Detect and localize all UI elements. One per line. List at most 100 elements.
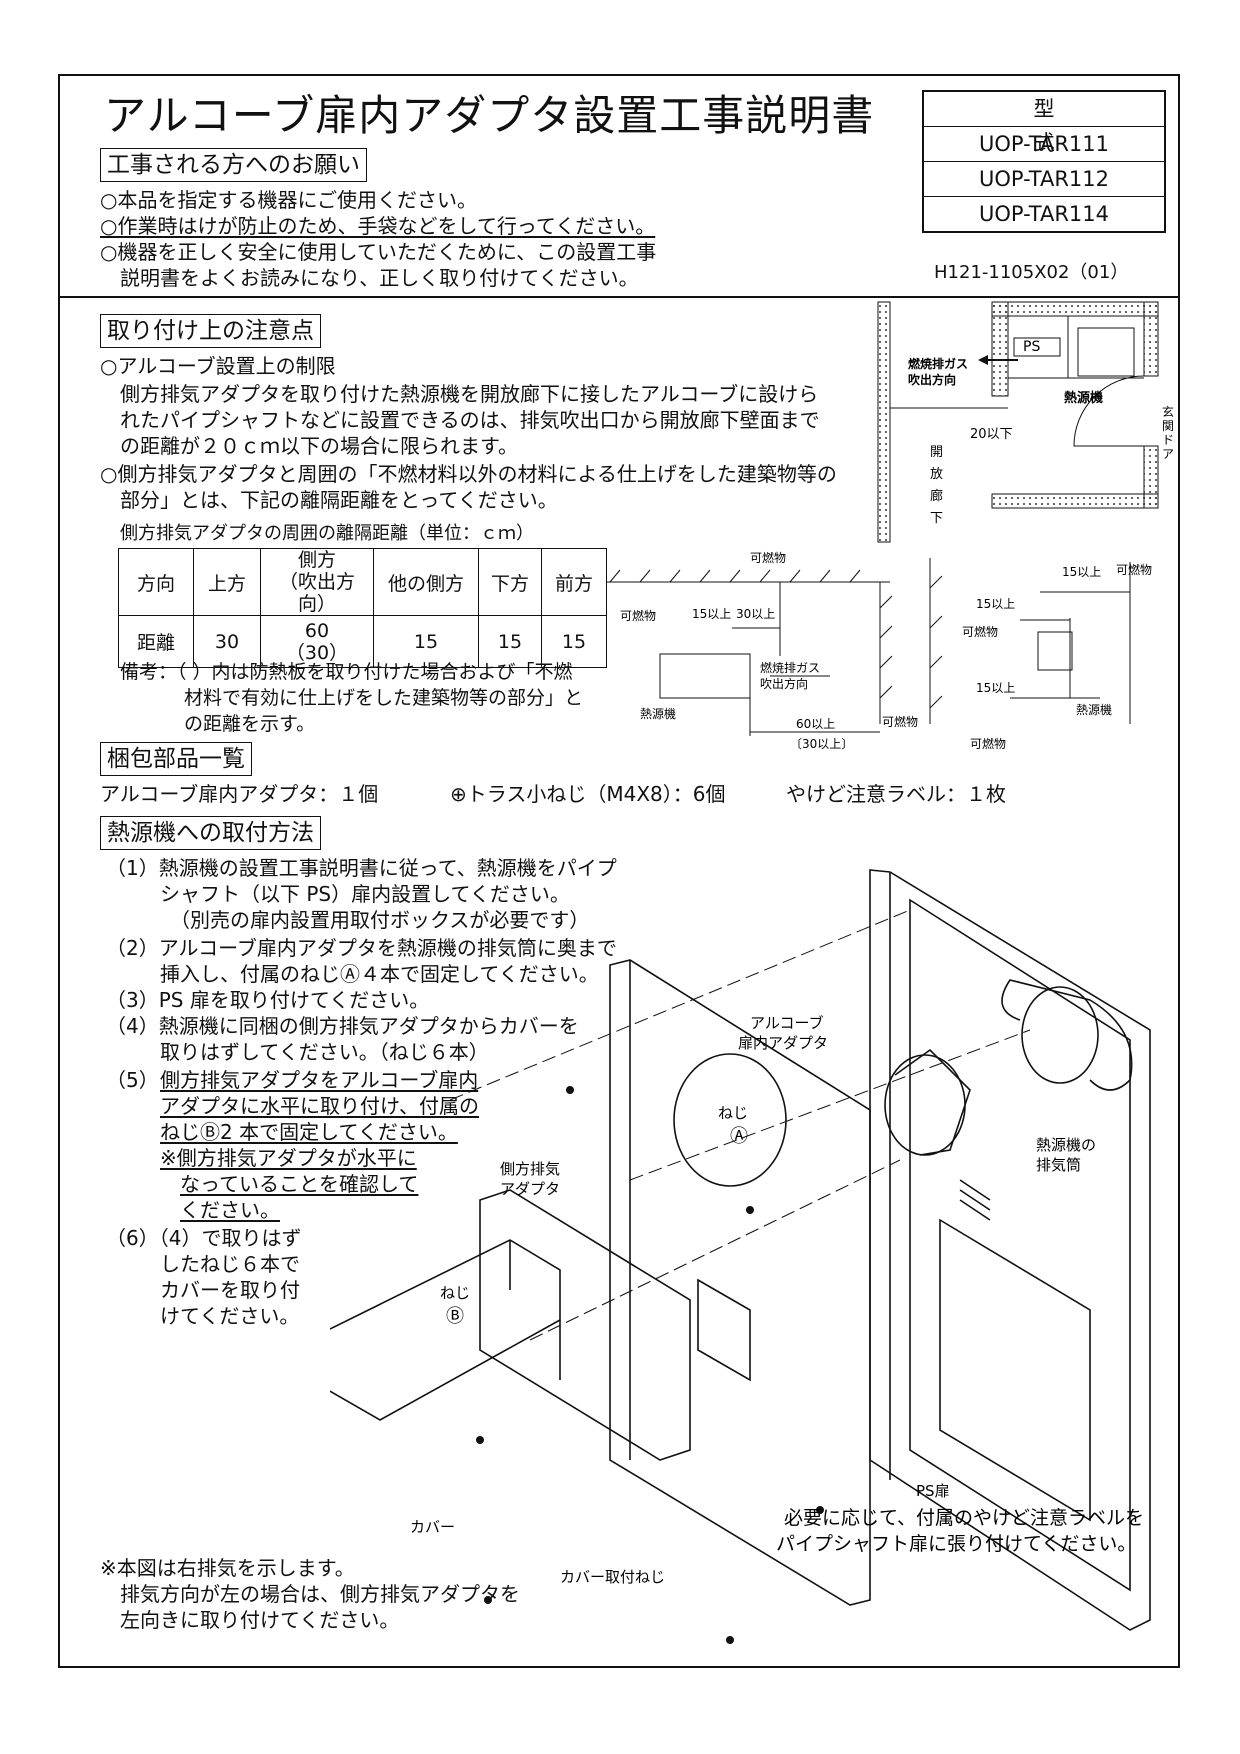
- section-divider: [58, 296, 1180, 298]
- install-note: ※本図は右排気を示します。: [100, 1556, 355, 1580]
- cover-screw-label: カバー取付ねじ: [560, 1568, 665, 1586]
- dim-60b-label: 〔30以上〕: [790, 737, 853, 751]
- label-note: 必要に応じて、付属のやけど注意ラベルを: [784, 1507, 1144, 1529]
- install-note: 排気方向が左の場合は、側方排気アダプタを: [120, 1582, 520, 1606]
- install-step: ください。: [180, 1198, 280, 1222]
- table-head-cell: 方向: [118, 548, 194, 616]
- table-note: の距離を示す。: [184, 713, 316, 735]
- screw-b-label: ねじ: [440, 1284, 470, 1302]
- install-step: （別売の扉内設置用取付ボックスが必要です）: [170, 908, 590, 932]
- combustible-label: 可燃物: [620, 608, 656, 623]
- model-item: UOP-TAR114: [979, 202, 1109, 226]
- install-step: （4）熱源機に同梱の側方排気アダプタからカバーを: [106, 1014, 579, 1038]
- dim-60-label: 60以上: [796, 717, 835, 731]
- right-wall: [1143, 301, 1159, 377]
- install-step: （5）: [106, 1068, 159, 1092]
- model-header: 型 式: [924, 92, 1164, 155]
- screw-a-label: ねじ: [718, 1104, 748, 1122]
- corridor-char: 下: [930, 511, 943, 526]
- alcove-adapter-label: 扉内アダプタ: [738, 1034, 828, 1052]
- screw-a-mark: Ⓐ: [730, 1126, 748, 1147]
- request-line: ○機器を正しく安全に使用していただくために、この設置工事: [100, 240, 657, 264]
- install-step: したねじ６本で: [160, 1252, 300, 1276]
- door-swing: [1073, 375, 1145, 447]
- install-step: シャフト（以下 PS）扉内設置してください。: [160, 882, 570, 906]
- corridor-char: 開: [930, 445, 943, 460]
- caution-line: 部分」とは、下記の離隔距離をとってください。: [120, 488, 558, 512]
- model-item: UOP-TAR111: [924, 127, 1164, 162]
- parts-item: やけど注意ラベル：１枚: [786, 782, 1006, 806]
- corridor-char: 廊: [930, 488, 943, 504]
- page-frame: [58, 74, 1180, 1668]
- combustible-label: 可燃物: [882, 714, 918, 729]
- table-head-cell: 側方（吹出方向）: [260, 548, 374, 616]
- parts-item: アルコーブ扉内アダプタ：１個: [100, 782, 379, 806]
- table-cell: 距離: [118, 615, 194, 668]
- combustible-label: 可燃物: [750, 550, 786, 565]
- table-head-cell: 前方: [541, 548, 607, 616]
- caution-line: ○側方排気アダプタと周囲の「不燃材料以外の材料による仕上げをした建築物等の: [100, 462, 837, 486]
- side-adapter-label: アダプタ: [500, 1180, 560, 1198]
- table-caption: 側方排気アダプタの周囲の離隔距離（単位：ｃｍ）: [120, 523, 534, 544]
- table-note: 材料で有効に仕上げをした建築物等の部分」と: [184, 687, 584, 709]
- table-head-cell: 他の側方: [373, 548, 479, 616]
- parts-item: ⊕トラス小ねじ（M4X8）：6個: [450, 782, 726, 806]
- install-step: カバーを取り付: [160, 1278, 300, 1302]
- dim-30-label: 30以上: [736, 607, 775, 621]
- floorplan-diagram: PS 燃焼排ガス 吹出方向 熱源機 20以下 開 放 廊 下 玄 関 ド ア: [877, 301, 1174, 543]
- install-step: （3）PS 扉を取り付けてください。: [106, 988, 430, 1012]
- door-char: 玄: [1162, 404, 1174, 419]
- heater-window: [939, 1218, 1091, 1522]
- dim-15-label: 15以上: [1062, 565, 1101, 579]
- caution-line: れたパイプシャフトなどに設置できるのは、排気吹出口から開放廊下壁面まで: [120, 408, 820, 432]
- clearance-table: 方向 上方 側方（吹出方向） 他の側方 下方 前方 距離 30 60（30） 1…: [118, 548, 607, 668]
- exhaust-label: 吹出方向: [908, 372, 956, 387]
- cautions-heading: 取り付け上の注意点: [100, 314, 321, 348]
- combustible-label: 可燃物: [970, 736, 1006, 751]
- door-hole: [673, 1053, 787, 1187]
- exhaust-label: 燃焼排ガス: [760, 660, 820, 675]
- heater-front: [909, 898, 1131, 1592]
- ps-door-label: PS扉: [916, 1482, 950, 1500]
- screw-b-mark: Ⓑ: [446, 1306, 464, 1327]
- install-step: （1）熱源機の設置工事説明書に従って、熱源機をパイプ: [106, 856, 617, 880]
- table-head-cell: 上方: [193, 548, 261, 616]
- install-step: けてください。: [160, 1304, 300, 1328]
- install-step: 取りはずしてください。（ねじ６本）: [160, 1040, 489, 1064]
- corridor-wall: [877, 301, 891, 543]
- install-step: なっていることを確認して: [180, 1172, 419, 1196]
- heater-flue-label: 排気筒: [1036, 1156, 1081, 1174]
- combustible-label: 可燃物: [962, 624, 998, 639]
- side-adapter-label: 側方排気: [500, 1160, 560, 1178]
- request-line: ○本品を指定する機器にご使用ください。: [100, 188, 478, 212]
- cover-label: カバー: [410, 1518, 455, 1536]
- heater-label: 熱源機: [1076, 702, 1112, 717]
- caution-line: 側方排気アダプタを取り付けた熱源機を開放廊下に接したアルコーブに設けら: [120, 382, 819, 406]
- table-head-cell: 下方: [478, 548, 542, 616]
- parts-heading: 梱包部品一覧: [100, 742, 252, 776]
- cover: [330, 1239, 561, 1421]
- install-step: （2）アルコーブ扉内アダプタを熱源機の排気筒に奥まで: [106, 936, 617, 960]
- request-heading: 工事される方へのお願い: [100, 148, 367, 182]
- model-item: UOP-TAR112: [924, 162, 1164, 197]
- heater-flue-label: 熱源機の: [1036, 1136, 1096, 1154]
- heater-flue: [1021, 986, 1099, 1084]
- install-note: 左向きに取り付けてください。: [120, 1608, 400, 1632]
- install-step: 挿入し、付属のねじⒶ４本で固定してください。: [160, 962, 599, 986]
- caution-line: の距離が２０ｃｍ以下の場合に限られます。: [120, 434, 518, 458]
- dim-15-label: 15以上: [976, 681, 1015, 695]
- install-step: アダプタに水平に取り付け、付属の: [160, 1094, 479, 1118]
- combustible-label: 可燃物: [1116, 562, 1152, 577]
- document-code: H121-1105X02（01）: [934, 262, 1129, 283]
- meter-box: [1077, 327, 1135, 377]
- alcove-adapter-label: アルコーブ: [750, 1014, 824, 1032]
- exhaust-label: 燃焼排ガス: [908, 356, 968, 371]
- table-note: 備考：（ ）内は防熱板を取り付けた場合および「不燃: [120, 661, 573, 683]
- install-step: ※側方排気アダプタが水平に: [160, 1146, 417, 1170]
- request-line: ○作業時はけが防止のため、手袋などをして行ってください。: [100, 214, 656, 238]
- heater-box: [1013, 337, 1061, 357]
- model-box: 型 式 UOP-TAR111 UOP-TAR112 UOP-TAR114: [922, 90, 1166, 233]
- install-step: （6）（4）で取りはず: [106, 1226, 302, 1250]
- dim-15-label: 15以上: [976, 597, 1015, 611]
- table-cell: 15: [478, 615, 542, 668]
